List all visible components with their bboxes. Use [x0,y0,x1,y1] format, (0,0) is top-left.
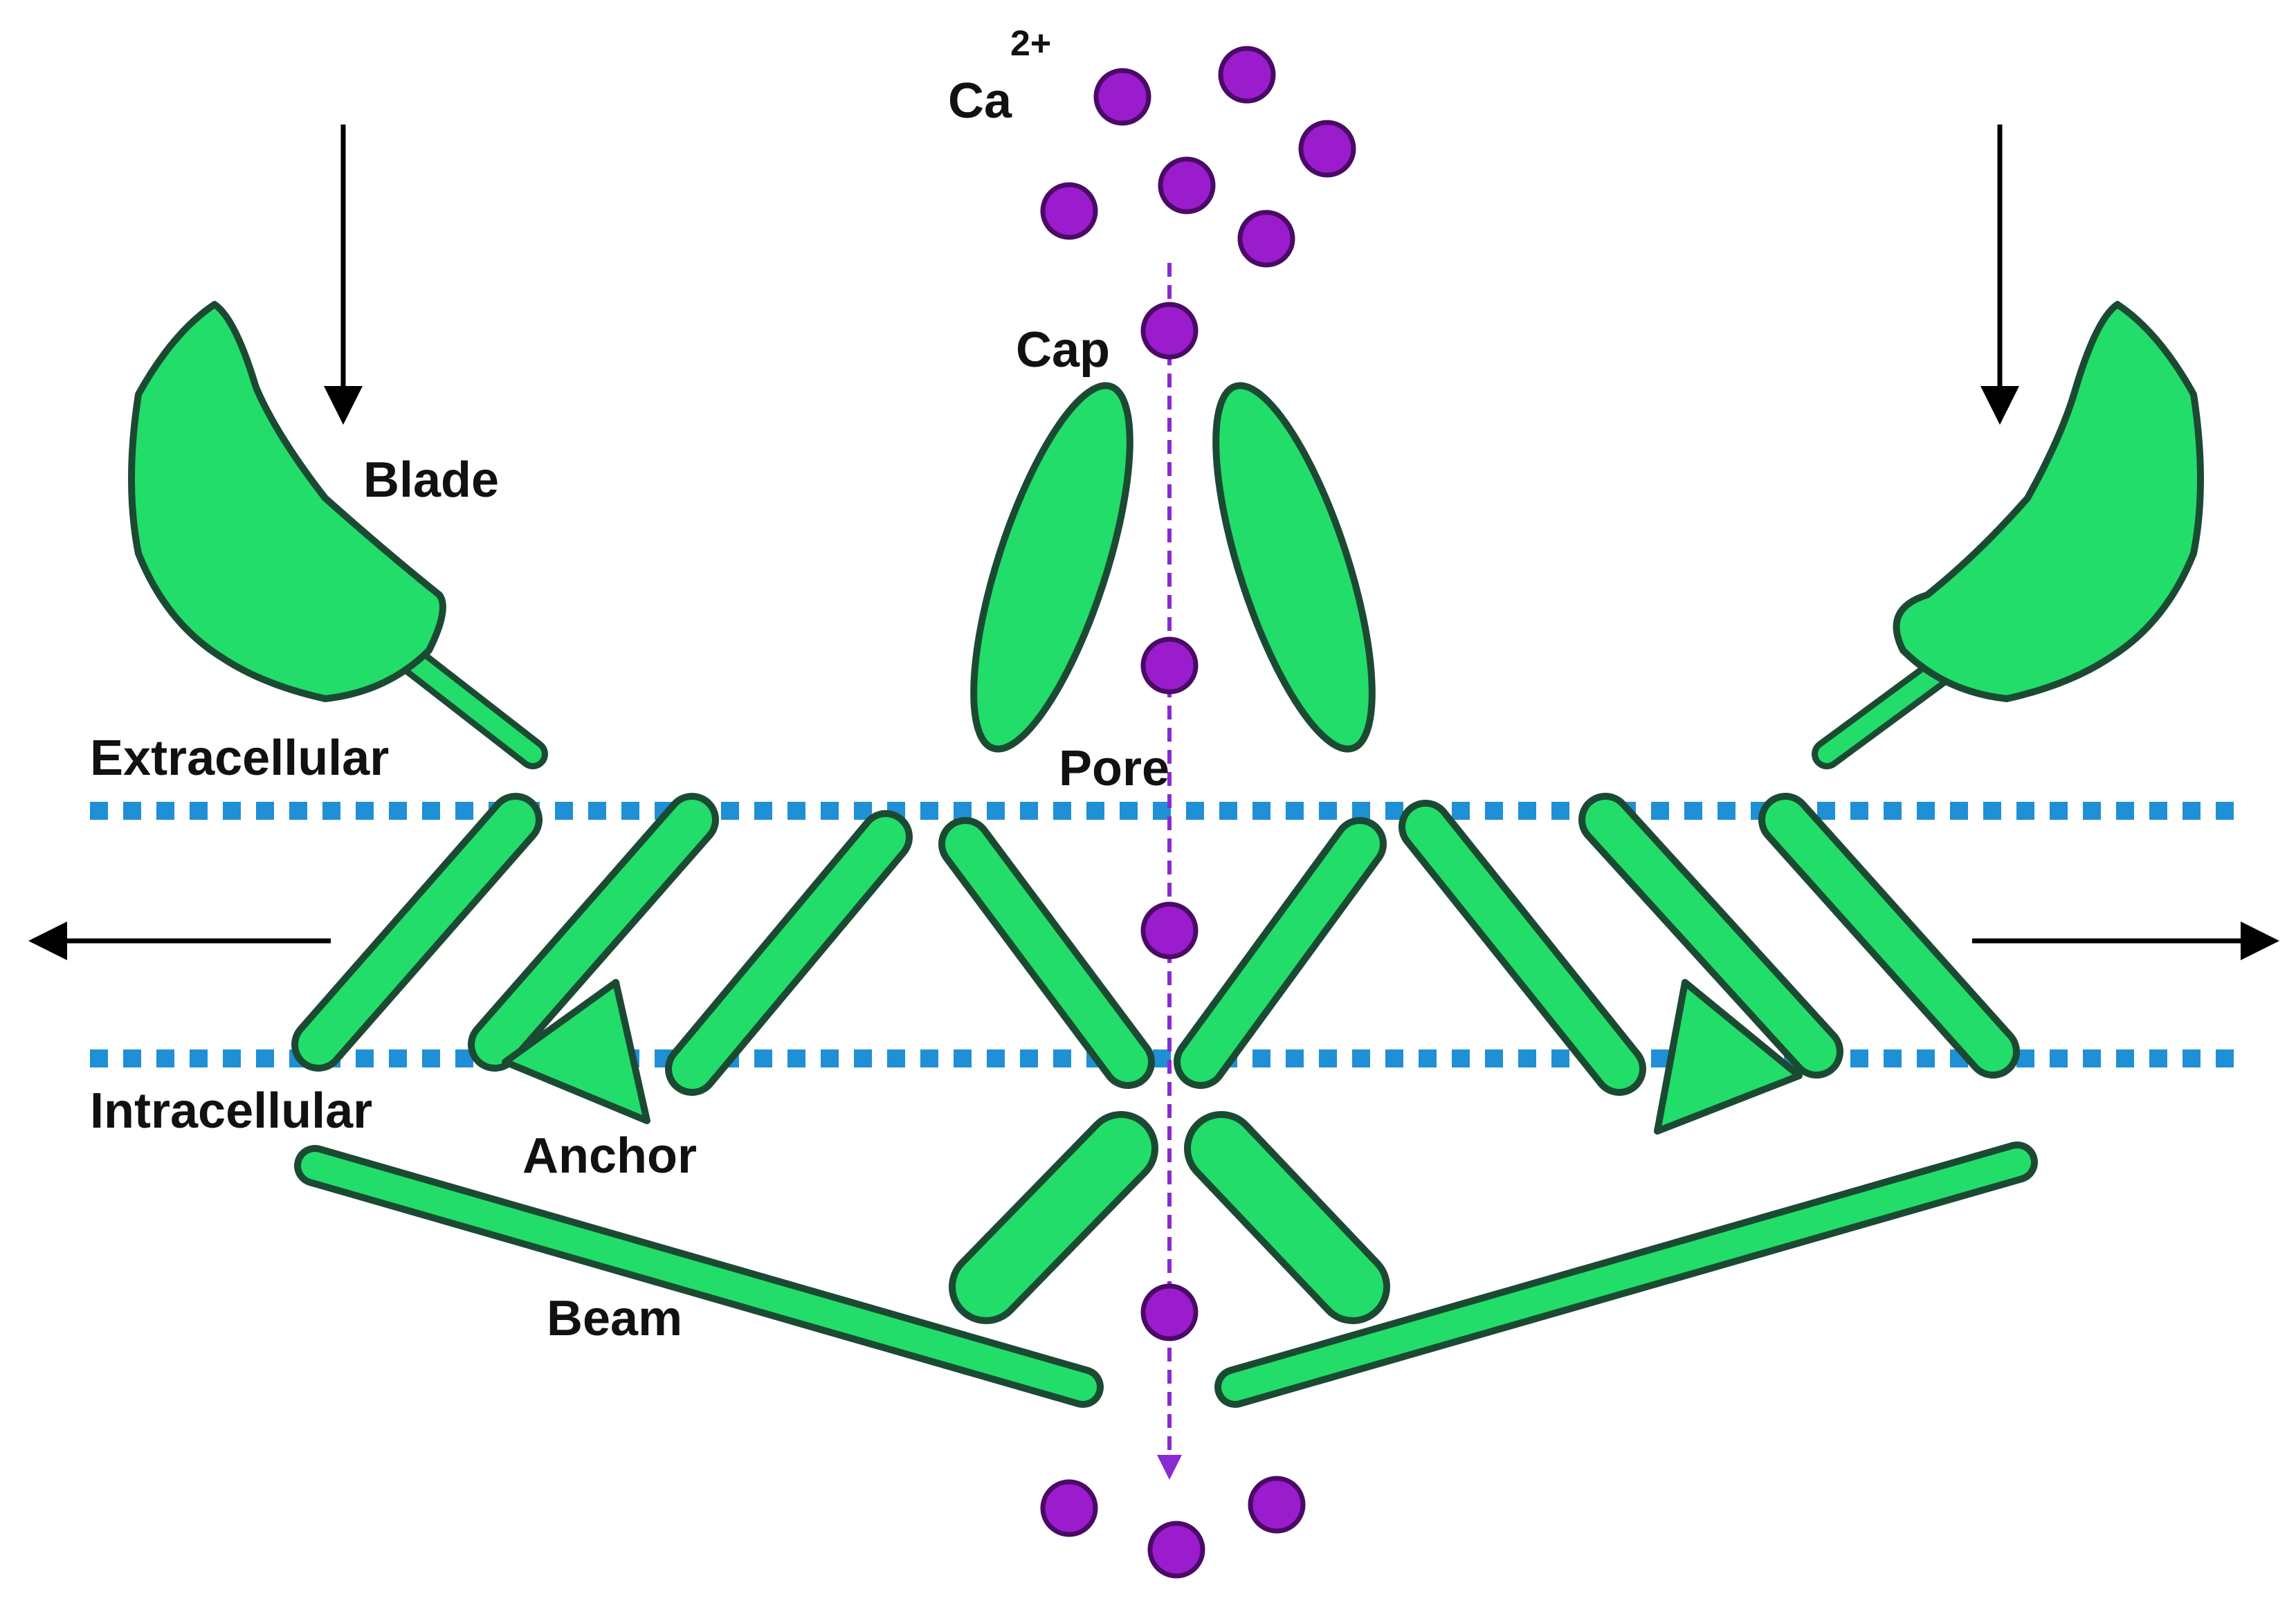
calcium-ion [1237,210,1295,268]
cap-label: Cap [1016,322,1110,378]
inner-helices [949,1111,1390,1324]
pore-label: Pore [1059,741,1169,796]
blade-left [128,301,548,769]
calcium-ions-extracellular [1040,46,1356,268]
calcium-ion [1040,182,1098,240]
calcium-ion [1040,1479,1098,1537]
calcium-ion [1140,901,1199,960]
transmembrane-helices [291,793,2020,1096]
calcium-ion [1218,46,1276,104]
blade-label: Blade [363,452,499,508]
calcium-ion [1158,156,1216,214]
calcium-ions-in-pore [1140,302,1199,1341]
extracellular-label: Extracellular [90,731,389,786]
anchor-right [1654,979,1803,1135]
blade-right [1812,301,2204,769]
beam-label: Beam [547,1291,682,1346]
calcium-ion [1093,68,1151,126]
calcium-ion [1140,302,1199,360]
ion-label: Ca [948,73,1012,129]
calcium-ion [1140,636,1199,695]
cap-right-lobe [1212,382,1376,753]
cap [970,382,1376,753]
intracellular-label: Intracellular [90,1083,372,1139]
anchor-label: Anchor [522,1128,697,1184]
ion-charge-label: 2+ [1010,24,1051,64]
calcium-ion [1140,1283,1199,1341]
anchor-left [502,979,650,1124]
calcium-ion [1147,1521,1205,1579]
calcium-ions-intracellular [1040,1476,1306,1579]
calcium-ion [1248,1476,1306,1534]
cap-left-lobe [970,382,1133,753]
calcium-ion [1298,120,1356,178]
beams [294,1141,2038,1408]
